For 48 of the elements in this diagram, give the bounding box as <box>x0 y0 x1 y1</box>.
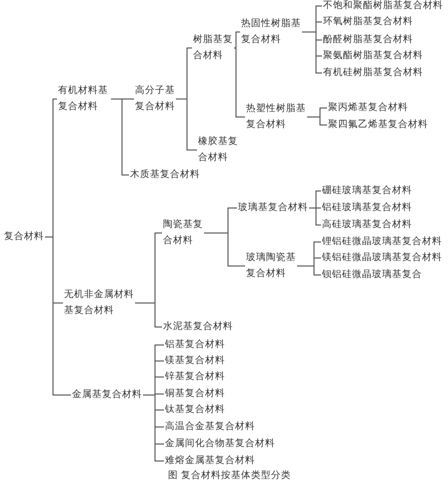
brace-connector <box>134 302 162 328</box>
brace-connector <box>110 98 130 176</box>
category-label: 聚四氟乙烯基复合材料 <box>328 117 428 133</box>
category-label: 锂铝硅微晶玻璃基复合材料 <box>322 234 442 250</box>
category-label: 不饱和聚酯树脂基复合材料 <box>323 0 443 14</box>
category-label: 铝基复合材料 <box>165 337 225 353</box>
category-label: 陶瓷基复合材料 <box>163 217 203 249</box>
category-label: 有机材料基复合材料 <box>58 83 110 115</box>
category-label: 高温合金基复合材料 <box>165 419 255 435</box>
category-label: 聚丙烯基复合材料 <box>328 100 408 116</box>
category-label: 环氧树脂基复合材料 <box>323 14 413 30</box>
category-label: 无机非金属材料基复合材料 <box>64 287 134 319</box>
brace-connector <box>306 116 328 126</box>
category-label: 木质基复合材料 <box>130 167 200 183</box>
category-label: 橡胶基复合材料 <box>198 134 238 166</box>
category-label: 硼硅玻璃基复合材料 <box>322 183 412 199</box>
category-label: 铜基复合材料 <box>165 386 225 402</box>
brace-connector <box>234 32 240 48</box>
category-label: 复合材料 <box>4 229 44 245</box>
category-label: 镁基复合材料 <box>165 353 225 369</box>
category-label: 玻璃陶瓷基复合材料 <box>246 250 296 282</box>
brace-connector <box>204 232 246 266</box>
category-label: 锌基复合材料 <box>165 369 225 385</box>
category-label: 热固性树脂基复合材料 <box>241 16 301 48</box>
brace-connector <box>308 208 322 226</box>
brace-connector <box>302 32 322 74</box>
brace-connector <box>234 48 246 118</box>
category-label: 难熔金属基复合材料 <box>165 453 255 469</box>
category-label: 铝硅玻璃基复合材料 <box>322 200 412 216</box>
brace-connector <box>142 394 164 462</box>
category-label: 水泥基复合材料 <box>163 319 233 335</box>
category-label: 高硅玻璃基复合材料 <box>322 217 412 233</box>
brace-connector <box>176 98 198 150</box>
category-label: 酚醛树脂基复合材料 <box>323 32 413 48</box>
figure-caption: 图 复合材料按基体类型分类 <box>168 470 292 482</box>
category-label: 聚氨酯树脂基复合材料 <box>323 48 423 64</box>
category-label: 树脂基复合材料 <box>193 32 233 64</box>
category-label: 有机硅树脂基复合材料 <box>323 65 423 81</box>
category-label: 钛基复合材料 <box>165 402 225 418</box>
category-label: 热塑性树脂基复合材料 <box>246 101 306 133</box>
category-label: 高分子基复合材料 <box>135 83 175 115</box>
category-label: 金属基复合材料 <box>72 387 142 403</box>
category-label: 钡铝硅微晶玻璃基复合 <box>322 267 422 283</box>
category-label: 玻璃基复合材料 <box>238 200 308 216</box>
category-label: 镁铝硅微晶玻璃基复合材料 <box>322 250 442 266</box>
brace-connector <box>44 236 72 396</box>
category-label: 金属间化合物基复合材料 <box>165 436 275 452</box>
brace-connector <box>296 266 322 276</box>
